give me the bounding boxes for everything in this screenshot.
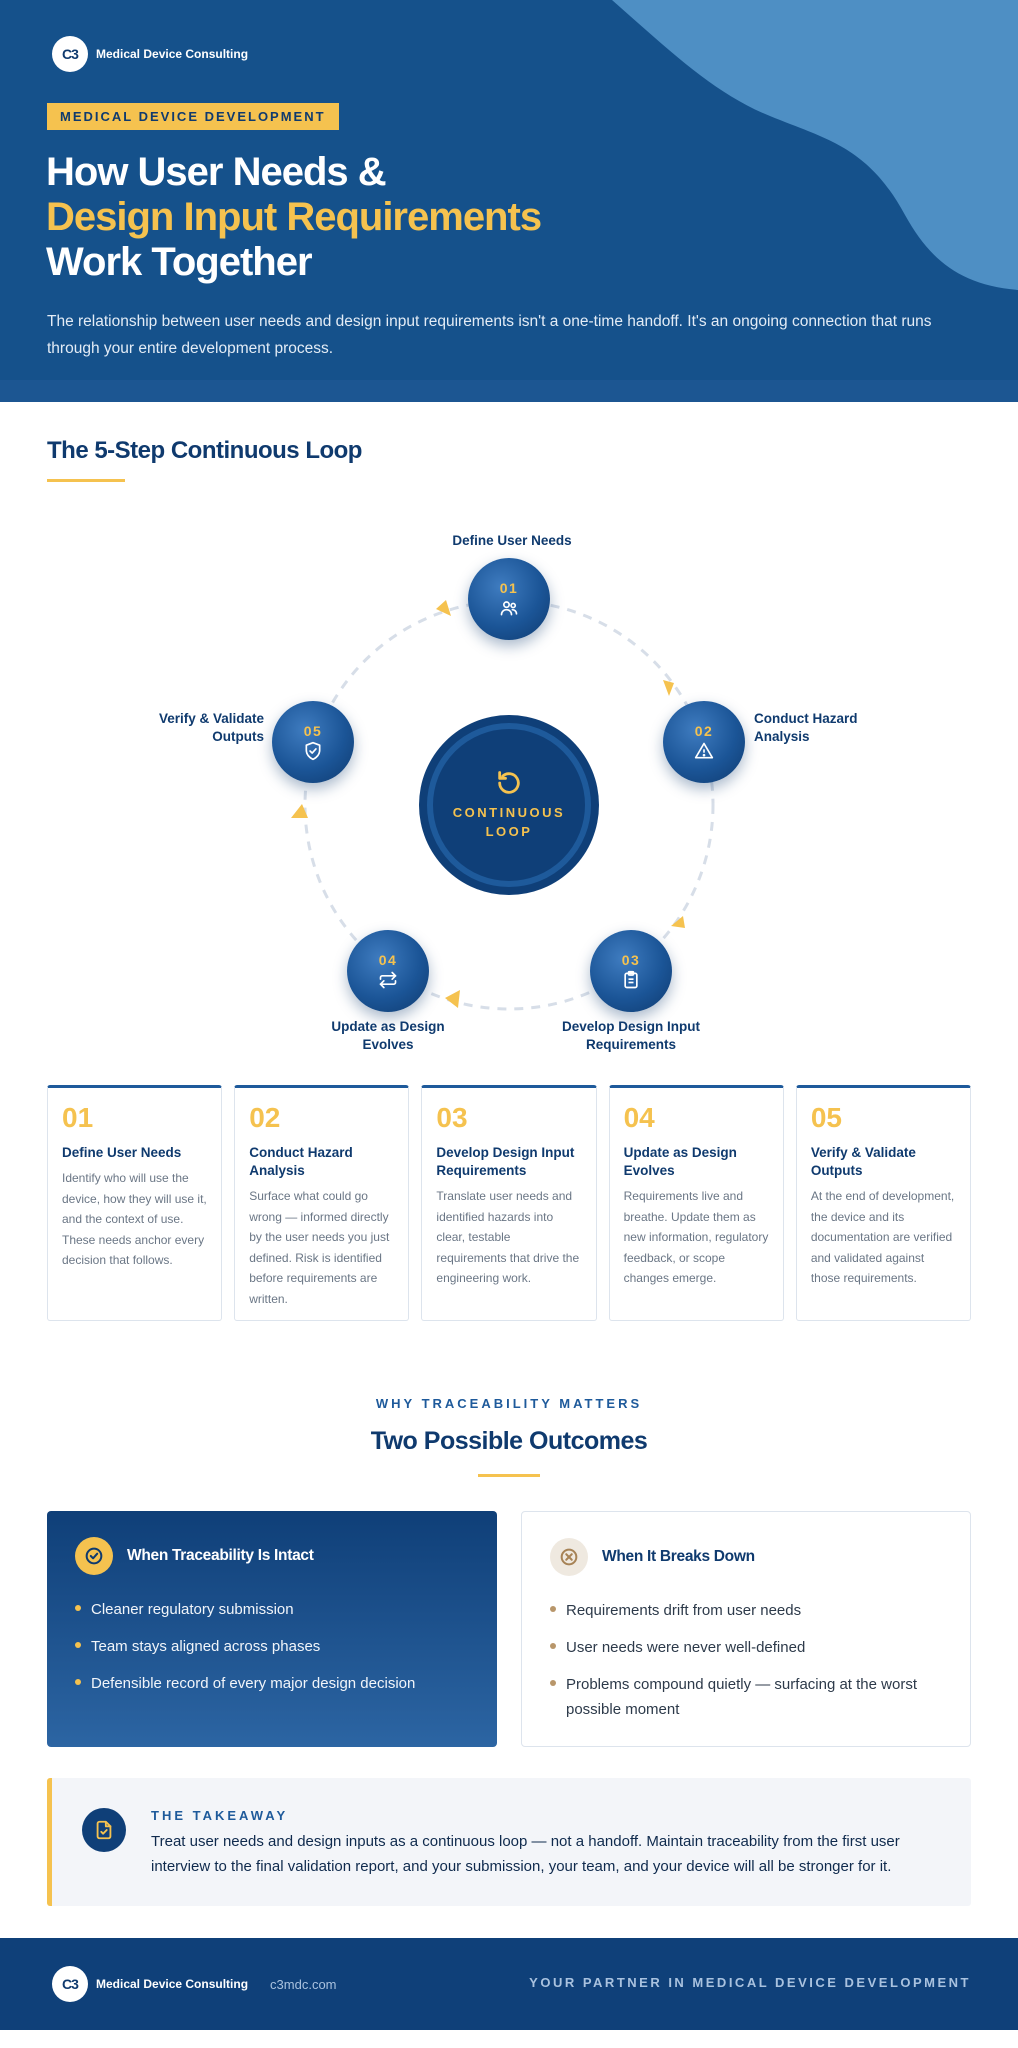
takeaway-label: THE TAKEAWAY (151, 1808, 289, 1823)
panel-header: When It Breaks Down (550, 1538, 942, 1576)
step-title: Update as Design Evolves (623, 1145, 737, 1178)
loop-node-label-3: Develop Design Input Requirements (561, 1019, 700, 1052)
hero-banner: C3 Medical Device Consulting MEDICAL DEV… (0, 0, 1018, 402)
users-icon (500, 601, 518, 616)
step-number: 05 (810, 1102, 842, 1133)
loop-node-5[interactable]: 05 (272, 701, 354, 783)
hero-wave-shape (0, 0, 1018, 402)
list-item: Cleaner regulatory submission (75, 1597, 469, 1622)
step-title: Conduct Hazard Analysis (249, 1145, 353, 1178)
panel-header: When Traceability Is Intact (75, 1537, 469, 1575)
c3-logo-icon: C3 (52, 1966, 88, 2002)
outcome-list: Cleaner regulatory submission Team stays… (75, 1597, 469, 1696)
loop-node-label-5: Verify & Validate Outputs (158, 711, 264, 744)
step-title: Verify & Validate Outputs (810, 1145, 916, 1178)
loop-node-label-4: Update as Design Evolves (331, 1019, 445, 1052)
loop-section-title: The 5-Step Continuous Loop (47, 437, 362, 464)
step-description: Translate user needs and identified haza… (436, 1189, 580, 1285)
loop-center-label: CONTINUOUS LOOP (452, 805, 566, 839)
node-number: 01 (499, 580, 519, 596)
loop-node-2[interactable]: 02 (663, 701, 745, 783)
panel-heading: When Traceability Is Intact (127, 1547, 314, 1564)
outcomes-kicker: WHY TRACEABILITY MATTERS (375, 1396, 643, 1411)
brand-logo[interactable]: C3 Medical Device Consulting (52, 36, 248, 72)
list-item: User needs were never well-defined (550, 1635, 942, 1660)
list-item: Requirements drift from user needs (550, 1598, 942, 1623)
title-line-2: Design Input Requirements (46, 195, 542, 239)
title-line-1: How User Needs & (46, 150, 387, 194)
step-card-3: 03 Develop Design Input Requirements Tra… (421, 1085, 597, 1321)
loop-node-label-1: Define User Needs (452, 533, 572, 548)
page-title: How User Needs & Design Input Requiremen… (46, 150, 542, 285)
step-number: 03 (436, 1102, 468, 1133)
brand-name: Medical Device Consulting (96, 47, 249, 61)
step-number: 02 (249, 1102, 281, 1133)
clipboard-icon (624, 970, 638, 989)
cycle-icon (498, 771, 520, 794)
outcomes-title: Two Possible Outcomes (370, 1427, 648, 1455)
footer-brand-name: Medical Device Consulting (96, 1977, 249, 1991)
step-title: Develop Design Input Requirements (436, 1145, 575, 1178)
section-underline (478, 1474, 540, 1477)
step-number: 04 (623, 1102, 655, 1133)
node-number: 02 (694, 723, 714, 739)
node-number: 03 (621, 952, 641, 968)
step-description: At the end of development, the device an… (810, 1189, 955, 1285)
step-description: Surface what could go wrong — informed d… (249, 1189, 390, 1306)
x-circle-icon (550, 1538, 588, 1576)
panel-heading: When It Breaks Down (602, 1548, 755, 1565)
list-item: Problems compound quietly — surfacing at… (550, 1672, 942, 1722)
footer-brand[interactable]: C3 Medical Device Consulting c3mdc.com (52, 1966, 337, 2002)
step-card-2: 02 Conduct Hazard Analysis Surface what … (234, 1085, 410, 1321)
step-number: 01 (62, 1102, 94, 1133)
refresh-arrows-icon (379, 971, 397, 989)
footer-site-link[interactable]: c3mdc.com (270, 1976, 337, 1992)
loop-node-3[interactable]: 03 (590, 930, 672, 1012)
list-item: Team stays aligned across phases (75, 1634, 469, 1659)
step-card-5: 05 Verify & Validate Outputs At the end … (795, 1085, 972, 1321)
outcome-list: Requirements drift from user needs User … (550, 1598, 942, 1722)
takeaway-callout: THE TAKEAWAY Treat user needs and design… (47, 1778, 971, 1906)
loop-arrow-5 (291, 804, 308, 818)
hero-intro: The relationship between user needs and … (47, 313, 932, 357)
outcome-panel-breakdown: When It Breaks Down Requirements drift f… (521, 1511, 971, 1747)
step-card-4: 04 Update as Design Evolves Requirements… (608, 1085, 784, 1321)
warning-icon (694, 742, 714, 759)
footer: C3 Medical Device Consulting c3mdc.com Y… (0, 1938, 1018, 2030)
loop-node-1[interactable]: 01 (468, 558, 550, 640)
section-underline (47, 479, 125, 482)
check-circle-icon (75, 1537, 113, 1575)
loop-node-4[interactable]: 04 (347, 930, 429, 1012)
step-description: Requirements live and breathe. Update th… (623, 1189, 769, 1285)
footer-tagline: YOUR PARTNER IN MEDICAL DEVICE DEVELOPME… (529, 1975, 971, 1990)
c3-logo-icon: C3 (52, 36, 88, 72)
loop-center-hub: CONTINUOUS LOOP (427, 723, 591, 887)
category-tag: MEDICAL DEVICE DEVELOPMENT (47, 103, 339, 130)
loop-arrow-1 (436, 600, 451, 616)
step-card-1: 01 Define User Needs Identify who will u… (47, 1085, 223, 1321)
title-line-3: Work Together (46, 240, 313, 284)
step-description: Identify who will use the device, how th… (62, 1171, 207, 1267)
node-number: 04 (378, 952, 398, 968)
takeaway-text: Treat user needs and design inputs as a … (151, 1833, 900, 1875)
list-item: Defensible record of every major design … (75, 1671, 469, 1696)
node-number: 05 (303, 723, 323, 739)
outcome-panel-intact: When Traceability Is Intact Cleaner regu… (47, 1511, 497, 1747)
continuous-loop-diagram: CONTINUOUS LOOP 01 Define User Needs 02 … (140, 520, 880, 1060)
loop-arrow-4 (445, 990, 460, 1008)
loop-arrow-3 (671, 916, 685, 928)
document-check-icon (82, 1808, 126, 1852)
step-title: Define User Needs (62, 1145, 182, 1160)
loop-arrow-2 (663, 680, 674, 696)
step-cards: 01 Define User Needs Identify who will u… (47, 1085, 972, 1321)
loop-node-label-2: Conduct Hazard Analysis (754, 711, 858, 744)
shield-check-icon (305, 741, 321, 761)
